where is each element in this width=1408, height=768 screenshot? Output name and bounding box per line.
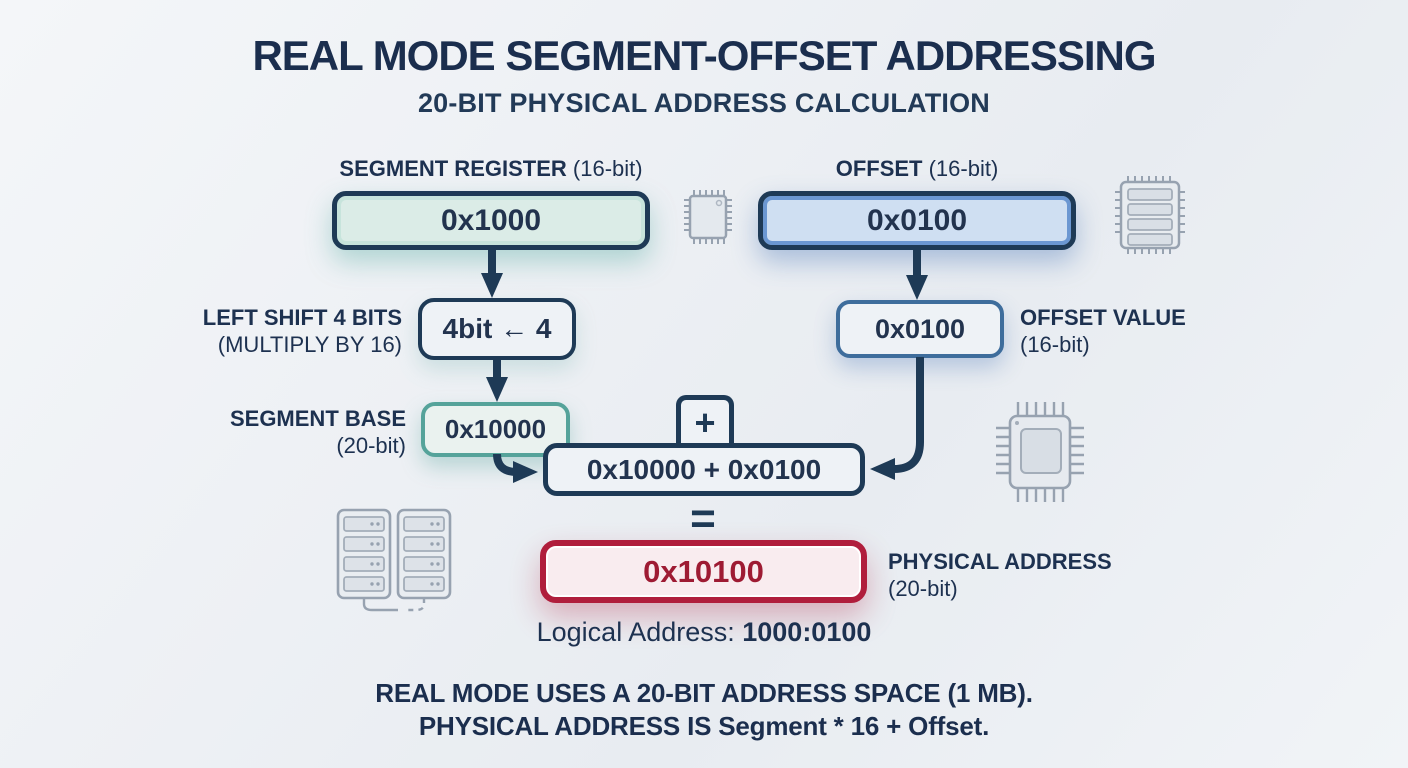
offset-label: OFFSET (16-bit) xyxy=(835,156,999,181)
plus-operator-tab: + xyxy=(676,395,734,448)
memory-chip-icon xyxy=(1110,172,1190,258)
offset-value-box: 0x0100 xyxy=(836,300,1004,358)
offset-value-text: 0x0100 xyxy=(866,203,968,237)
footer-line-1: REAL MODE USES A 20-BIT ADDRESS SPACE (1… xyxy=(375,678,1033,708)
server-stack-icon xyxy=(328,504,460,616)
page-subtitle: 20-BIT PHYSICAL ADDRESS CALCULATION xyxy=(417,88,991,118)
equals-sign: = xyxy=(690,494,716,543)
physical-address-value: 0x10100 xyxy=(643,553,764,589)
sum-box: 0x10000 + 0x0100 xyxy=(543,443,865,496)
segment-register-value: 0x1000 xyxy=(440,203,542,237)
footer-line-2: PHYSICAL ADDRESS IS Segment * 16 + Offse… xyxy=(418,711,990,741)
segment-base-label: SEGMENT BASE (20-bit) xyxy=(229,406,406,458)
logical-address-line: Logical Address: 1000:0100 xyxy=(536,617,872,647)
plus-sign: + xyxy=(694,402,716,443)
shift-box: 4bit ← 4 xyxy=(418,298,576,360)
physical-address-box: 0x10100 xyxy=(540,540,867,603)
sum-expression: 0x10000 + 0x0100 xyxy=(586,453,822,485)
offset-box: 0x0100 xyxy=(758,191,1076,250)
arrow-offsetvalue-to-sum xyxy=(870,357,924,480)
chip-icon xyxy=(680,182,736,252)
physical-address-label: PHYSICAL ADDRESS (20-bit) xyxy=(888,549,1112,601)
logical-address-value: 1000:0100 xyxy=(742,617,872,647)
segment-base-value: 0x10000 xyxy=(444,414,547,444)
left-shift-label: LEFT SHIFT 4 BITS (MULTIPLY BY 16) xyxy=(202,305,402,357)
offset-value-value: 0x0100 xyxy=(874,313,966,344)
offset-value-label: OFFSET VALUE (16-bit) xyxy=(1020,305,1186,357)
page-title: REAL MODE SEGMENT-OFFSET ADDRESSING xyxy=(252,32,1156,79)
cpu-icon xyxy=(990,394,1090,510)
shift-value: 4bit ← 4 xyxy=(442,313,552,344)
segment-register-label: SEGMENT REGISTER (16-bit) xyxy=(339,156,643,181)
segment-register-box: 0x1000 xyxy=(332,191,650,250)
arrow-base-to-sum xyxy=(493,453,538,483)
